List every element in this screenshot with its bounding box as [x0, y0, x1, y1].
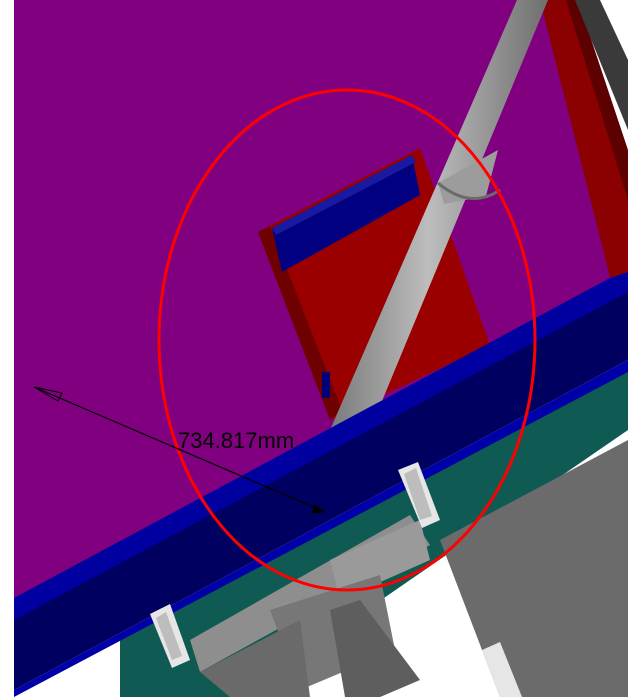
white-clip-right-shade	[404, 468, 432, 520]
rod-joint	[438, 150, 498, 204]
gray-base-right[interactable]	[440, 440, 628, 697]
gray-support-leg-shadow	[330, 600, 420, 697]
dimension-arrow-start-icon	[33, 386, 63, 402]
dimension-line[interactable]	[33, 386, 326, 513]
bracket-blue-block[interactable]	[272, 155, 420, 272]
gray-bracket-left-block	[330, 520, 430, 600]
rod-joint-edge	[437, 181, 501, 200]
dimension-label[interactable]: 734.817mm	[178, 428, 294, 453]
crossbeam-front[interactable]	[14, 292, 628, 690]
white-clip-left-shade	[156, 612, 182, 660]
red-bracket-side	[258, 226, 342, 420]
white-clip-bottom[interactable]	[482, 642, 522, 697]
right-frame-edge	[566, 0, 628, 200]
right-frame-rail[interactable]	[540, 0, 628, 290]
right-frame-corner	[575, 0, 628, 130]
dimension-arrow-end-icon	[312, 504, 325, 514]
highlight-ellipse[interactable]	[157, 88, 537, 592]
bracket-blue-block-top	[272, 155, 416, 235]
gray-rod[interactable]	[330, 0, 548, 430]
bracket-blue-tab	[322, 372, 330, 398]
gray-base-left	[200, 620, 310, 697]
